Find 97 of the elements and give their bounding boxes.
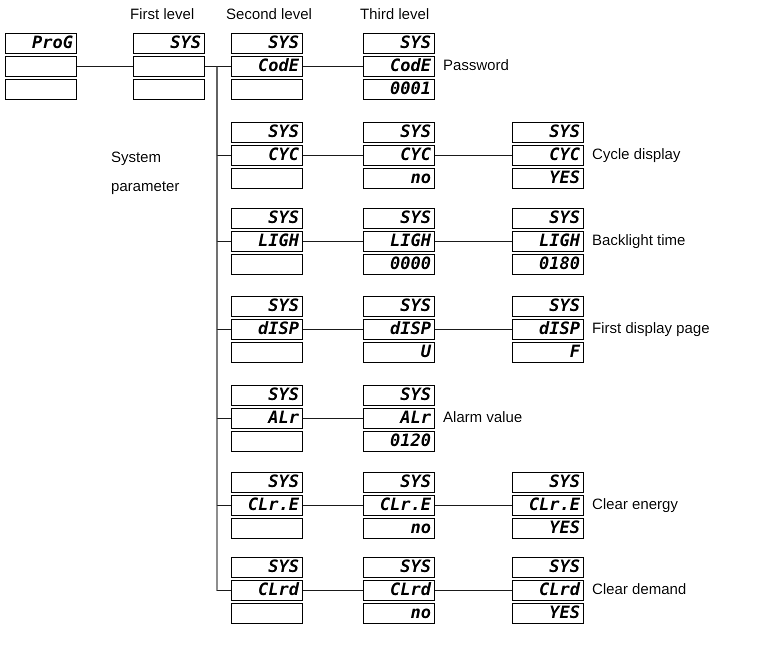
- display-readout: SYS: [231, 557, 303, 578]
- lcd-display: [512, 208, 584, 277]
- column-heading: First level: [130, 6, 194, 23]
- lcd-display: [231, 472, 303, 541]
- display-readout: SYS: [363, 122, 435, 143]
- display-readout: YES: [512, 603, 584, 624]
- display-readout: SYS: [231, 296, 303, 317]
- display-readout: YES: [512, 518, 584, 539]
- display-readout: ALr: [363, 408, 435, 429]
- display-readout: dISP: [363, 319, 435, 340]
- parameter-label: Backlight time: [592, 232, 686, 248]
- display-readout: SYS: [231, 122, 303, 143]
- lcd-display: [512, 472, 584, 541]
- display-readout: ProG: [5, 33, 77, 54]
- display-readout: SYS: [133, 33, 205, 54]
- display-readout: ALr: [231, 408, 303, 429]
- display-readout: CLr.E: [363, 495, 435, 516]
- display-readout: SYS: [363, 385, 435, 406]
- lcd-display: [231, 122, 303, 191]
- display-readout: SYS: [231, 385, 303, 406]
- display-readout: 0180: [512, 254, 584, 275]
- display-readout: SYS: [512, 557, 584, 578]
- lcd-display: [133, 33, 205, 102]
- display-readout: LIGH: [231, 231, 303, 252]
- lcd-display: [363, 472, 435, 541]
- lcd-display: [363, 208, 435, 277]
- display-readout: CLr.E: [231, 495, 303, 516]
- display-readout: CLrd: [512, 580, 584, 601]
- lcd-display: [512, 296, 584, 365]
- parameter-label: Clear demand: [592, 580, 686, 598]
- display-readout: no: [363, 603, 435, 624]
- display-readout: CLrd: [363, 580, 435, 601]
- display-readout: SYS: [363, 557, 435, 578]
- lcd-display: [363, 385, 435, 454]
- lcd-display: [231, 296, 303, 365]
- connector-line: [303, 504, 363, 506]
- lcd-display: [512, 122, 584, 191]
- display-readout: SYS: [512, 122, 584, 143]
- display-readout: CodE: [231, 56, 303, 77]
- connector-line: [77, 66, 133, 68]
- connector-line: [303, 418, 363, 420]
- lcd-display: [231, 33, 303, 102]
- display-readout: SYS: [231, 208, 303, 229]
- lcd-display: [231, 208, 303, 277]
- connector-line: [435, 154, 512, 156]
- display-readout: SYS: [512, 472, 584, 493]
- display-readout: CYC: [231, 145, 303, 166]
- display-readout: SYS: [231, 472, 303, 493]
- display-readout: no: [363, 518, 435, 539]
- display-readout: dISP: [231, 319, 303, 340]
- parameter-label: First display page: [592, 320, 710, 336]
- parameter-label: Alarm value: [443, 408, 522, 426]
- lcd-display: [363, 33, 435, 102]
- connector-line: [303, 590, 363, 592]
- display-readout: CLrd: [231, 580, 303, 601]
- display-readout: 0001: [363, 79, 435, 100]
- lcd-display: [5, 33, 77, 102]
- lcd-display: [363, 557, 435, 626]
- display-readout: LIGH: [363, 231, 435, 252]
- display-readout: CYC: [512, 145, 584, 166]
- display-readout: 0120: [363, 431, 435, 452]
- parameter-label: Password: [443, 56, 509, 74]
- display-readout: CodE: [363, 56, 435, 77]
- connector-line: [435, 240, 512, 242]
- connector-line: [435, 328, 512, 330]
- display-readout: 0000: [363, 254, 435, 275]
- lcd-display: [231, 557, 303, 626]
- display-readout: U: [363, 342, 435, 363]
- display-readout: LIGH: [512, 231, 584, 252]
- display-readout: SYS: [512, 208, 584, 229]
- display-readout: dISP: [512, 319, 584, 340]
- lcd-display: [363, 296, 435, 365]
- connector-line: [303, 154, 363, 156]
- display-readout: SYS: [363, 296, 435, 317]
- display-readout: CYC: [363, 145, 435, 166]
- connector-line: [435, 504, 512, 506]
- connector-line: [435, 590, 512, 592]
- lcd-display: [231, 385, 303, 454]
- parameter-label: Cycle display: [592, 146, 680, 162]
- connector-line: [303, 328, 363, 330]
- parameter-label: System parameter: [111, 148, 180, 197]
- column-heading: Second level: [226, 6, 312, 23]
- display-readout: SYS: [512, 296, 584, 317]
- connector-line: [303, 66, 363, 68]
- display-readout: SYS: [231, 33, 303, 54]
- display-readout: SYS: [363, 33, 435, 54]
- lcd-display: [512, 557, 584, 626]
- display-readout: SYS: [363, 472, 435, 493]
- display-readout: YES: [512, 168, 584, 189]
- display-readout: SYS: [363, 208, 435, 229]
- display-readout: CLr.E: [512, 495, 584, 516]
- display-readout: no: [363, 168, 435, 189]
- display-readout: F: [512, 342, 584, 363]
- connector-line: [303, 240, 363, 242]
- lcd-display: [363, 122, 435, 191]
- parameter-label: Clear energy: [592, 496, 678, 512]
- column-heading: Third level: [360, 6, 430, 23]
